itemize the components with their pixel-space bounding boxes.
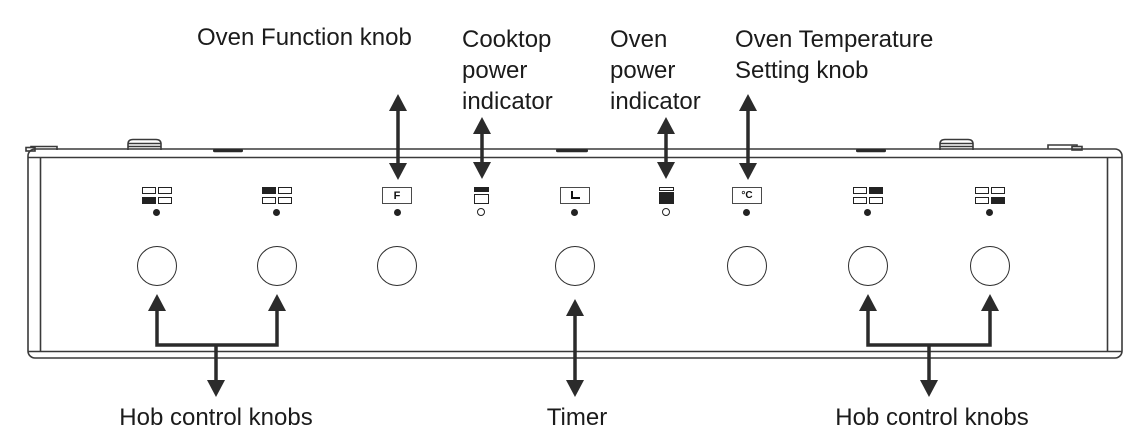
knob-oven-temperature	[727, 246, 767, 286]
label-timer: Timer	[546, 404, 608, 431]
knob-hob-rear-right	[848, 246, 888, 286]
seam-notch	[556, 149, 588, 153]
oven-function-glyph: F	[393, 189, 401, 202]
hob-zone-rear-right-icon	[853, 187, 883, 204]
label-hob-control-knobs-left: Hob control knobs	[119, 404, 313, 431]
label-cooktop-power-indicator: Cooktop power indicator	[462, 26, 553, 115]
clock-hands-glyph	[570, 190, 580, 199]
panel-top-tab-right	[939, 138, 974, 150]
panel-top-tab-left	[127, 138, 162, 150]
seam-notch	[213, 149, 243, 153]
bracket-hob-left	[148, 294, 286, 397]
cooktop-power-indicator-lamp	[477, 208, 485, 216]
oven-function-f-icon: F	[382, 187, 412, 204]
hob-zone-front-right-icon	[975, 187, 1005, 204]
timer-clock-icon	[560, 187, 590, 204]
celsius-glyph: °C	[741, 190, 753, 201]
seam-notch	[856, 149, 886, 153]
oven-power-indicator-icon	[659, 187, 674, 204]
label-oven-temperature-setting-knob: Oven Temperature Setting knob	[735, 26, 934, 84]
knob-timer	[555, 246, 595, 286]
bracket-hob-right	[859, 294, 999, 397]
knob-position-dot	[394, 209, 401, 216]
arrow-cooktop-power-indicator	[473, 117, 491, 179]
cooktop-power-indicator-icon	[474, 187, 489, 204]
knob-hob-front-right	[970, 246, 1010, 286]
knob-oven-function	[377, 246, 417, 286]
arrow-oven-temperature-knob	[739, 94, 757, 180]
knob-position-dot	[864, 209, 871, 216]
arrow-oven-function-knob	[389, 94, 407, 180]
arrow-timer	[566, 299, 584, 397]
knob-position-dot	[571, 209, 578, 216]
knob-hob-front-left	[137, 246, 177, 286]
label-hob-control-knobs-right: Hob control knobs	[835, 404, 1029, 431]
knob-position-dot	[743, 209, 750, 216]
label-oven-power-indicator: Oven power indicator	[610, 26, 701, 115]
callout-arrows	[148, 94, 999, 397]
oven-power-indicator-lamp	[662, 208, 670, 216]
oven-temperature-celsius-icon: °C	[732, 187, 762, 204]
hob-zone-front-left-icon	[142, 187, 172, 204]
panel-outline	[25, 138, 1123, 359]
label-oven-function-knob: Oven Function knob	[197, 24, 412, 51]
hob-zone-rear-left-icon	[262, 187, 292, 204]
arrow-oven-power-indicator	[657, 117, 675, 179]
knob-position-dot	[273, 209, 280, 216]
knob-position-dot	[986, 209, 993, 216]
knob-hob-rear-left	[257, 246, 297, 286]
knob-position-dot	[153, 209, 160, 216]
